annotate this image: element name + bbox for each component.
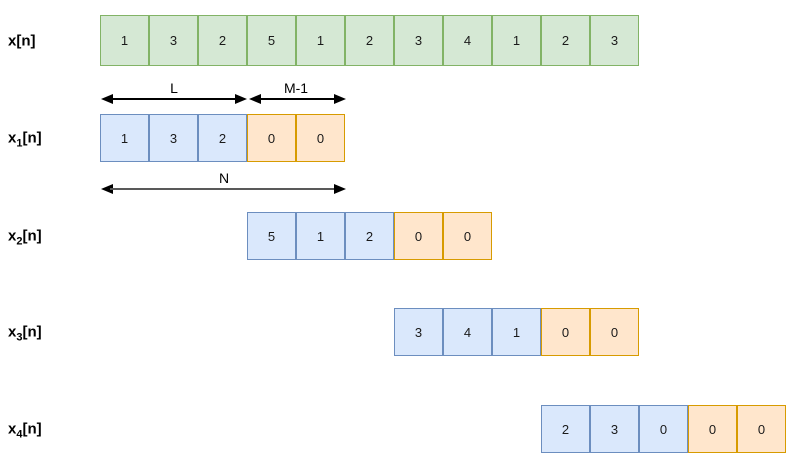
arrowhead-right-icon	[334, 184, 346, 194]
arrowhead-left-icon	[249, 94, 261, 104]
cell-x1-2: 2	[198, 114, 247, 162]
arrowhead-left-icon	[101, 184, 113, 194]
cell-x2-1: 1	[296, 212, 345, 260]
cell-x2-0: 5	[247, 212, 296, 260]
cell-x1-1: 3	[149, 114, 198, 162]
cell-x-7: 4	[443, 15, 492, 66]
cell-x4-0: 2	[541, 405, 590, 453]
cell-x4-3: 0	[688, 405, 737, 453]
cell-x1-0: 1	[100, 114, 149, 162]
arrow-label-L: L	[170, 80, 178, 96]
cell-x3-0: 3	[394, 308, 443, 356]
cell-x-8: 1	[492, 15, 541, 66]
cell-x-4: 1	[296, 15, 345, 66]
cell-x2-3: 0	[394, 212, 443, 260]
cell-x1-3: 0	[247, 114, 296, 162]
cell-x-1: 3	[149, 15, 198, 66]
cell-x-3: 5	[247, 15, 296, 66]
cell-x-2: 2	[198, 15, 247, 66]
row-label-x3: x3[n]	[8, 323, 42, 344]
arrow-line	[110, 98, 238, 100]
cell-x1-4: 0	[296, 114, 345, 162]
arrowhead-right-icon	[235, 94, 247, 104]
cell-x3-1: 4	[443, 308, 492, 356]
arrow-label-N: N	[218, 170, 230, 186]
cell-x4-1: 3	[590, 405, 639, 453]
cell-x-9: 2	[541, 15, 590, 66]
row-label-x4: x4[n]	[8, 420, 42, 441]
arrow-line	[258, 98, 337, 100]
row-label-x2: x2[n]	[8, 227, 42, 248]
cell-x3-3: 0	[541, 308, 590, 356]
arrowhead-left-icon	[101, 94, 113, 104]
cell-x3-2: 1	[492, 308, 541, 356]
cell-x-0: 1	[100, 15, 149, 66]
cell-x-10: 3	[590, 15, 639, 66]
arrow-label-M1: M-1	[283, 80, 309, 96]
cell-x2-4: 0	[443, 212, 492, 260]
row-label-x1: x1[n]	[8, 129, 42, 150]
cell-x4-4: 0	[737, 405, 786, 453]
cell-x2-2: 2	[345, 212, 394, 260]
cell-x4-2: 0	[639, 405, 688, 453]
cell-x-6: 3	[394, 15, 443, 66]
arrowhead-right-icon	[334, 94, 346, 104]
cell-x-5: 2	[345, 15, 394, 66]
row-label-x: x[n]	[8, 32, 36, 49]
cell-x3-4: 0	[590, 308, 639, 356]
arrow-line	[110, 188, 337, 190]
